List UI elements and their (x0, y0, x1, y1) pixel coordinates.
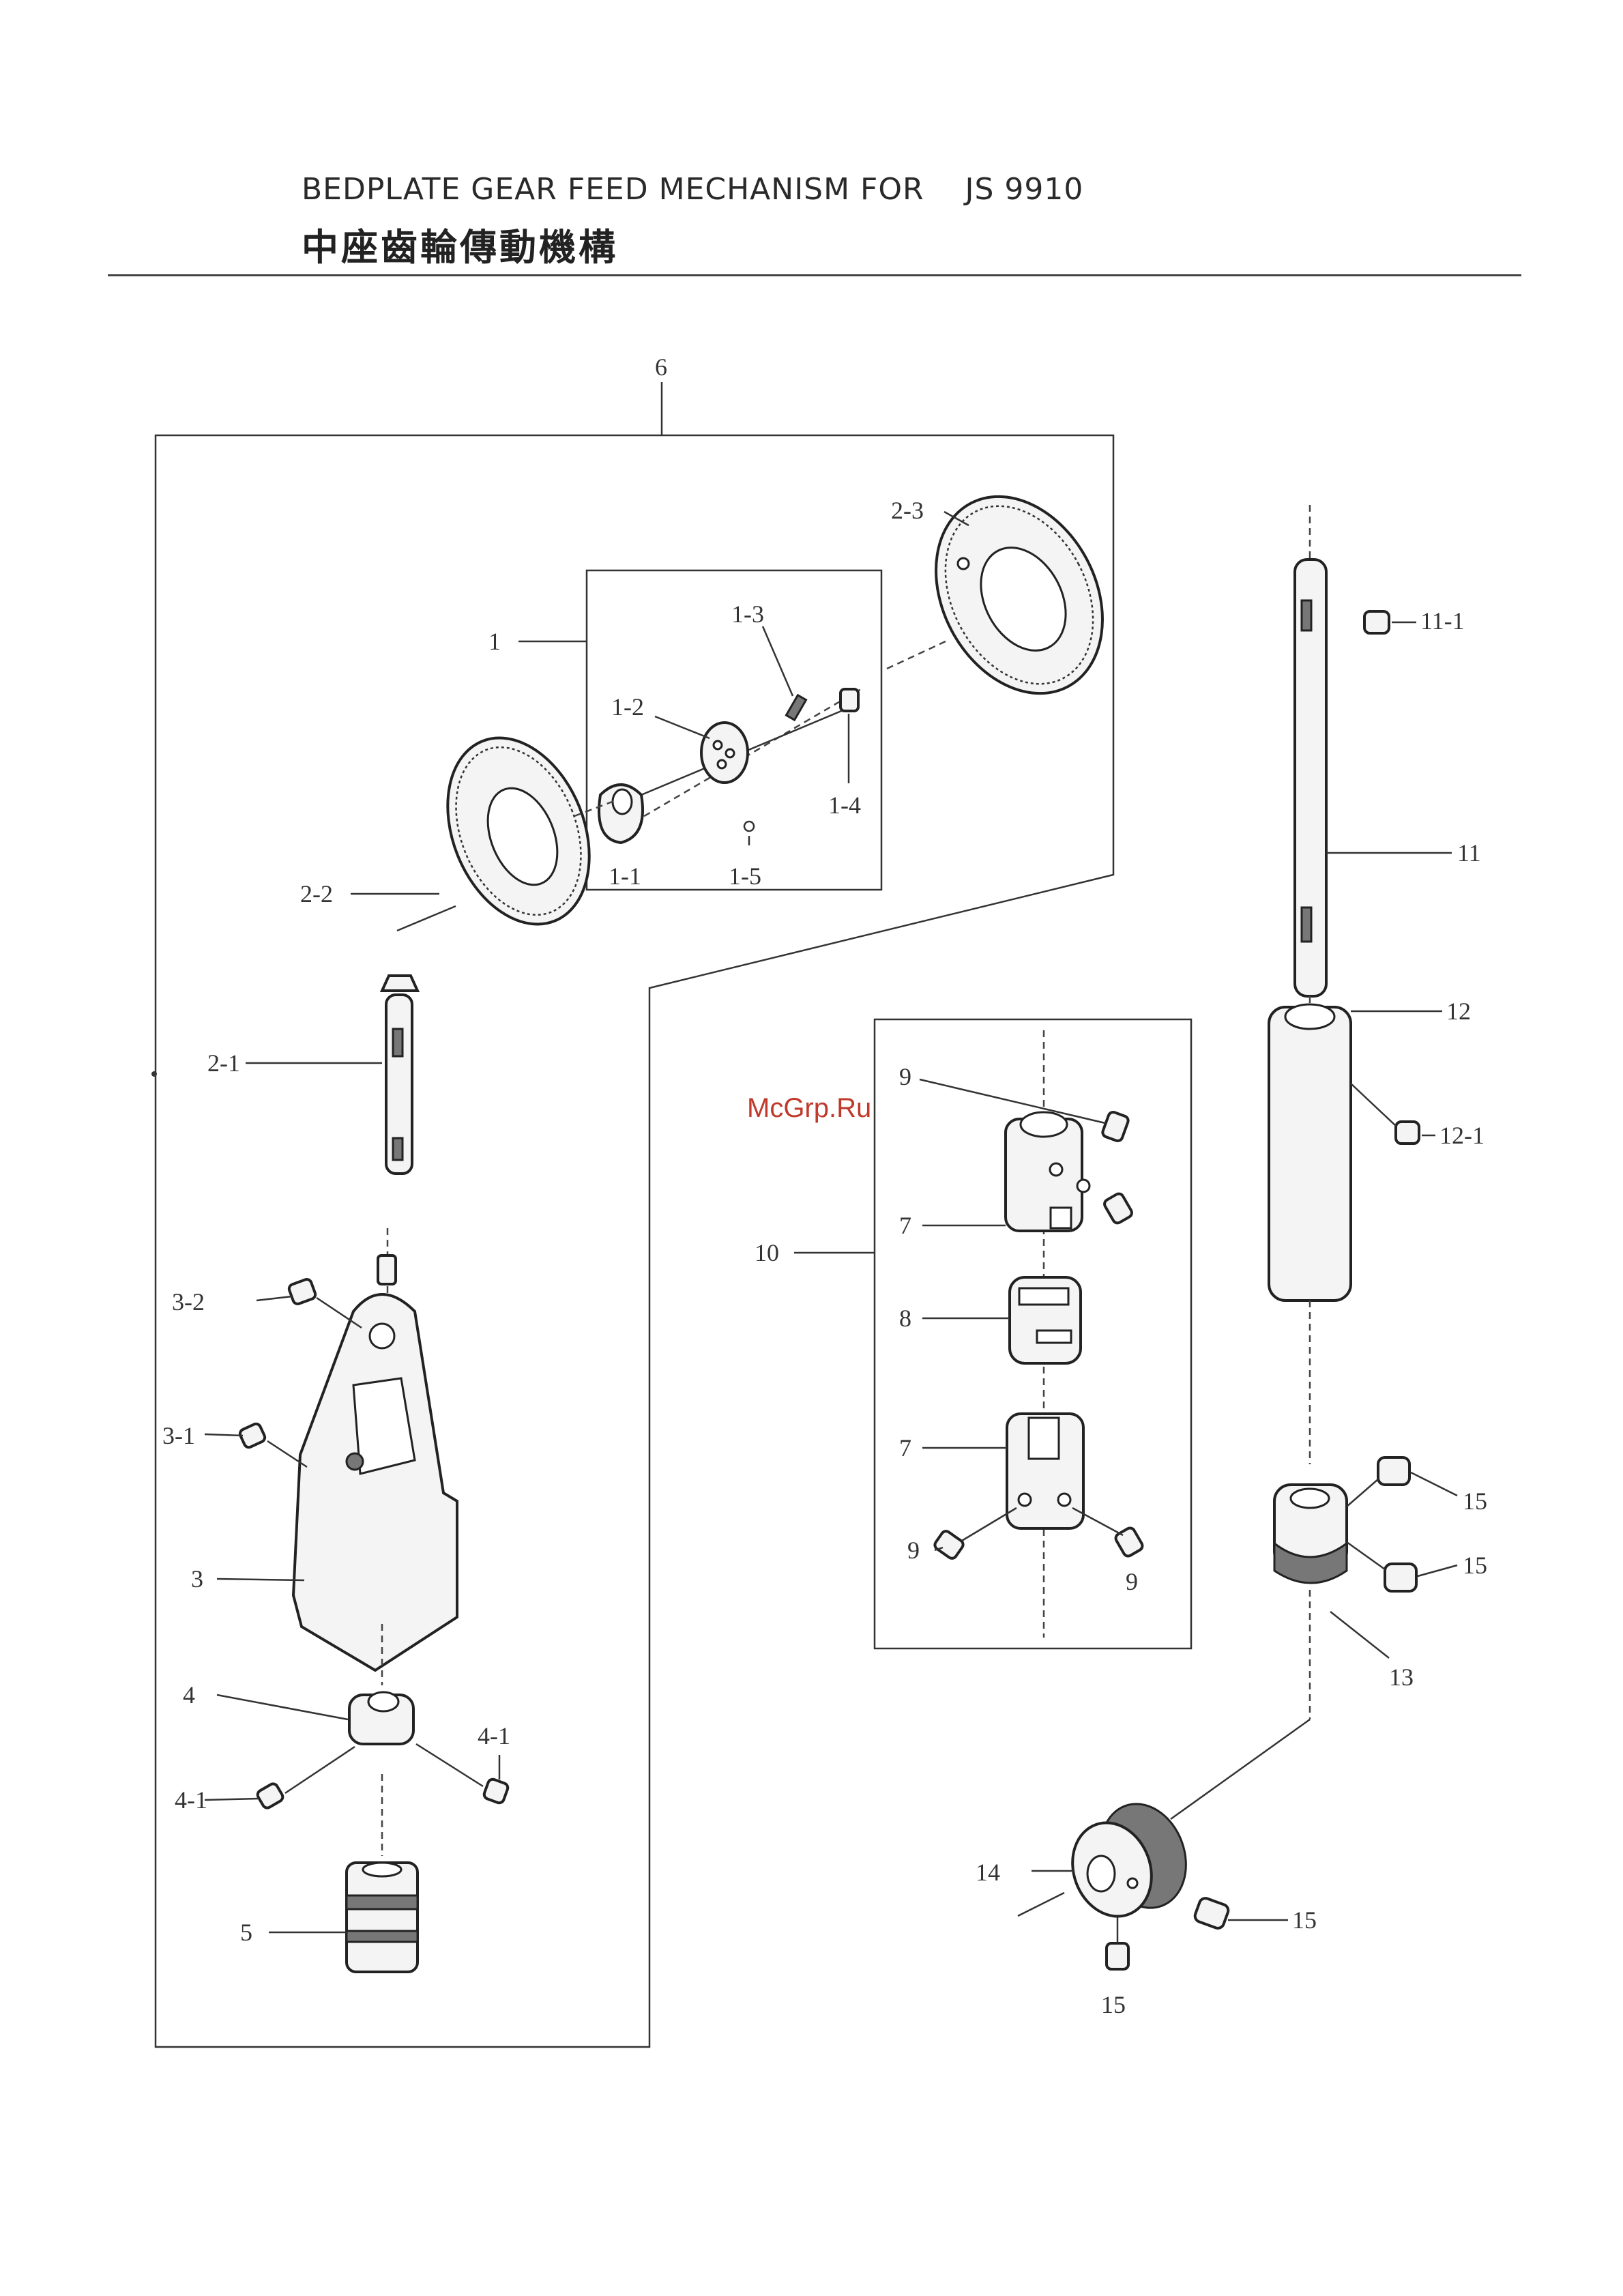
callout-1-4: 1-4 (828, 791, 861, 819)
callout-2-1: 2-1 (207, 1049, 240, 1077)
callout-12-1: 12-1 (1439, 1122, 1485, 1149)
callout-9-upper: 9 (899, 1063, 911, 1090)
screw-9-upper (1101, 1111, 1129, 1142)
gear-2-3-part (903, 467, 1135, 723)
callout-15-bottom: 15 (1101, 1991, 1126, 2018)
shaft-2-1-part (382, 976, 418, 1174)
callout-1-5: 1-5 (729, 862, 761, 890)
callout-4-1-left: 4-1 (175, 1786, 207, 1814)
callout-7-upper: 7 (899, 1212, 911, 1239)
margin-dot (151, 1071, 157, 1077)
assembly-6-outline (156, 435, 1113, 2047)
callout-15-middle: 15 (1463, 1552, 1487, 1579)
screw-4-1-right (483, 1778, 509, 1804)
callout-9-lower-right: 9 (1126, 1568, 1138, 1595)
coupling-7-upper-part (1006, 1112, 1090, 1231)
pin-1-5 (744, 822, 754, 845)
callout-11-1: 11-1 (1420, 607, 1465, 635)
callout-12: 12 (1446, 998, 1471, 1025)
screw-15-upper (1378, 1457, 1409, 1485)
feed-crank-3-part (293, 1294, 457, 1670)
gear-13-part (1274, 1485, 1347, 1583)
callout-11: 11 (1457, 839, 1481, 867)
callout-1-3: 1-3 (731, 600, 764, 628)
collar-4-part (349, 1692, 413, 1744)
callout-6: 6 (655, 353, 667, 381)
callout-10: 10 (755, 1239, 779, 1266)
callout-5: 5 (240, 1919, 252, 1946)
callout-7-lower: 7 (899, 1434, 911, 1462)
callout-2-2: 2-2 (300, 880, 333, 907)
set-screw-1-4 (840, 689, 858, 711)
callout-2-3: 2-3 (891, 497, 924, 524)
callout-4: 4 (183, 1681, 195, 1709)
screw-15-middle (1385, 1564, 1416, 1591)
callout-15-upper: 15 (1463, 1487, 1487, 1515)
callout-8: 8 (899, 1305, 911, 1332)
callout-9-lower-left: 9 (907, 1537, 920, 1564)
watermark-text: McGrp.Ru (747, 1093, 871, 1124)
callout-14: 14 (976, 1859, 1000, 1886)
shaft-11-part (1295, 560, 1326, 996)
callout-3-2: 3-2 (172, 1288, 205, 1316)
screw-12-1-part (1396, 1122, 1419, 1144)
callout-1: 1 (488, 628, 501, 655)
sleeve-12-part (1269, 1004, 1351, 1300)
screw-4-1-left (256, 1782, 284, 1810)
screw-15-right (1193, 1897, 1230, 1930)
callout-13: 13 (1389, 1663, 1414, 1691)
callout-1-1: 1-1 (609, 862, 641, 890)
eccentric-disc-part (701, 723, 748, 783)
callout-3: 3 (191, 1565, 203, 1593)
screw-9-lower-right (1114, 1526, 1144, 1558)
screw-15-bottom (1107, 1943, 1128, 1969)
coupling-7-lower-part (1007, 1414, 1083, 1528)
callout-4-1-right: 4-1 (478, 1722, 510, 1749)
screw-3-top (378, 1255, 396, 1284)
callout-3-1: 3-1 (162, 1422, 195, 1449)
coupling-block-8-part (1010, 1277, 1081, 1363)
bushing-5-part (347, 1863, 418, 1972)
screw-11-1-part (1364, 611, 1389, 633)
callout-15-right: 15 (1292, 1906, 1317, 1934)
callout-1-2: 1-2 (611, 693, 644, 721)
screw-9-side (1103, 1192, 1134, 1225)
screw-9-lower-left (933, 1529, 965, 1560)
set-screw-1-3 (786, 695, 806, 720)
screw-3-2-part (288, 1278, 317, 1305)
